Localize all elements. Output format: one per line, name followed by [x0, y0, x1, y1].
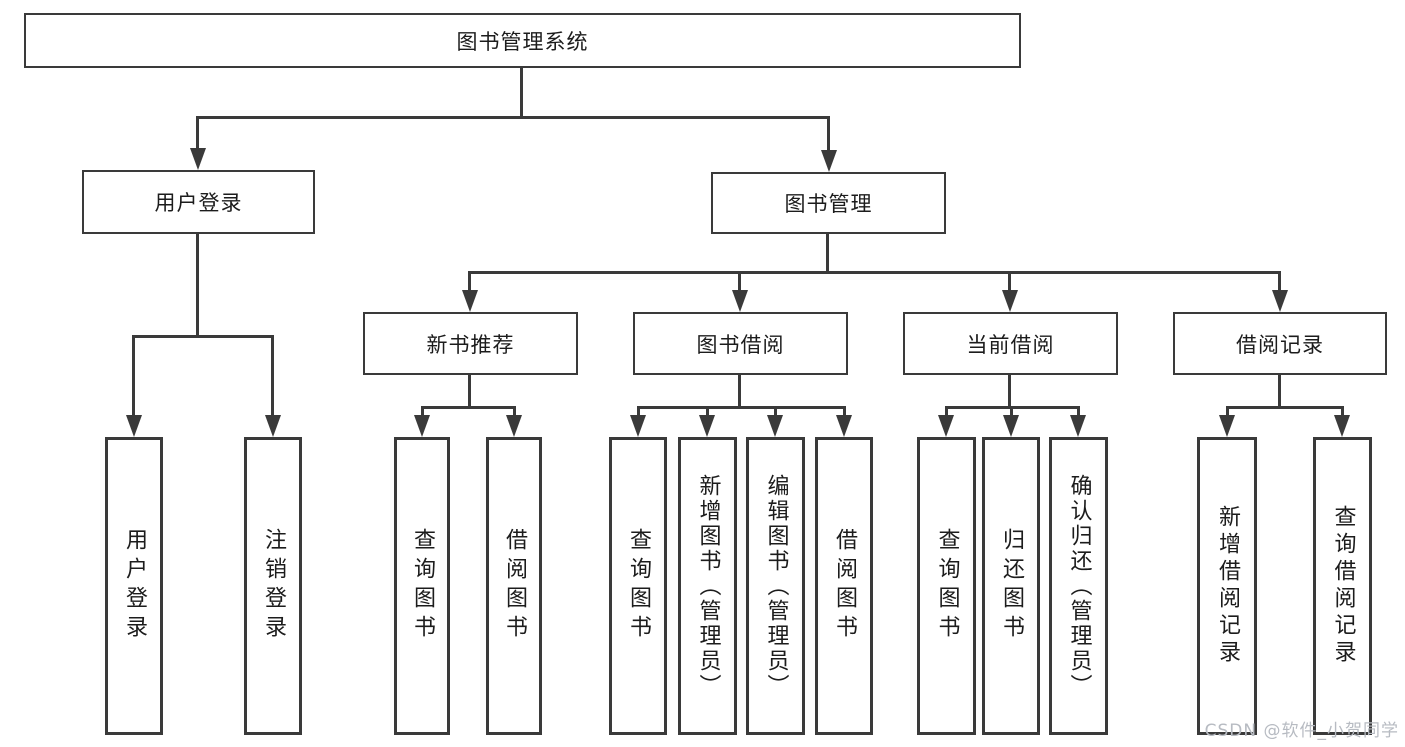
- connector-line: [196, 232, 199, 337]
- arrow-down-icon: [1003, 415, 1019, 437]
- connector-line: [1008, 271, 1011, 293]
- connector-line: [706, 406, 709, 418]
- arrow-down-icon: [938, 415, 954, 437]
- connector-line: [271, 335, 274, 417]
- connector-line: [945, 406, 948, 418]
- arrow-down-icon: [190, 148, 206, 170]
- leaf-label: 查询图书: [410, 528, 435, 644]
- leaf-records-add-record: 新增借阅记录: [1197, 437, 1257, 735]
- connector-line: [1278, 271, 1281, 293]
- connector-line: [738, 271, 741, 293]
- connector-line: [1278, 373, 1281, 408]
- leaf-label: 查询图书: [934, 528, 960, 644]
- connector-line: [843, 406, 846, 418]
- connector-line: [827, 116, 830, 152]
- watermark: CSDN @软件_小贺同学: [1204, 721, 1399, 741]
- connector-line: [468, 271, 1281, 274]
- arrow-down-icon: [1219, 415, 1235, 437]
- connector-line: [1077, 406, 1080, 418]
- arrow-down-icon: [1002, 290, 1018, 312]
- connector-line: [421, 406, 516, 409]
- connector-line: [132, 335, 135, 417]
- connector-line: [738, 373, 741, 408]
- arrow-down-icon: [506, 415, 522, 437]
- leaf-records-query-record: 查询借阅记录: [1313, 437, 1372, 735]
- connector-line: [132, 335, 274, 338]
- node-borrow-records: 借阅记录: [1173, 312, 1387, 375]
- connector-line: [945, 406, 1080, 409]
- leaf-label: 确认归还（管理员）: [1066, 473, 1092, 699]
- node-root-system: 图书管理系统: [24, 13, 1021, 68]
- node-new-book-recommend: 新书推荐: [363, 312, 578, 375]
- arrow-down-icon: [126, 415, 142, 437]
- connector-line: [196, 116, 199, 150]
- connector-line: [637, 406, 846, 409]
- leaf-label: 新增借阅记录: [1215, 505, 1240, 667]
- arrow-down-icon: [414, 415, 430, 437]
- connector-line: [513, 406, 516, 418]
- leaf-current-query-books: 查询图书: [917, 437, 976, 735]
- leaf-current-return-books: 归还图书: [982, 437, 1040, 735]
- arrow-down-icon: [1070, 415, 1086, 437]
- leaf-borrow-add-books-admin: 新增图书（管理员）: [678, 437, 737, 735]
- leaf-user-login: 用户登录: [105, 437, 163, 735]
- arrow-down-icon: [821, 150, 837, 172]
- connector-line: [520, 66, 523, 118]
- leaf-borrow-borrow-books: 借阅图书: [815, 437, 873, 735]
- leaf-borrow-query-books: 查询图书: [609, 437, 667, 735]
- leaf-label: 查询借阅记录: [1330, 505, 1356, 667]
- node-current-borrow: 当前借阅: [903, 312, 1118, 375]
- connector-line: [468, 271, 471, 293]
- leaf-recommend-query-books: 查询图书: [394, 437, 450, 735]
- leaf-label: 归还图书: [999, 528, 1024, 644]
- node-user-login: 用户登录: [82, 170, 315, 234]
- leaf-label: 注销登录: [261, 528, 286, 644]
- node-book-borrow: 图书借阅: [633, 312, 848, 375]
- leaf-recommend-borrow-books: 借阅图书: [486, 437, 542, 735]
- arrow-down-icon: [1334, 415, 1350, 437]
- connector-line: [637, 406, 640, 418]
- leaf-logout: 注销登录: [244, 437, 302, 735]
- connector-line: [826, 232, 829, 274]
- arrow-down-icon: [630, 415, 646, 437]
- leaf-label: 借阅图书: [832, 528, 857, 644]
- arrow-down-icon: [462, 290, 478, 312]
- leaf-label: 借阅图书: [502, 528, 527, 644]
- arrow-down-icon: [1272, 290, 1288, 312]
- arrow-down-icon: [836, 415, 852, 437]
- leaf-label: 用户登录: [122, 528, 147, 644]
- connector-line: [421, 406, 424, 418]
- connector-line: [1226, 406, 1229, 418]
- leaf-borrow-edit-books-admin: 编辑图书（管理员）: [746, 437, 805, 735]
- arrow-down-icon: [699, 415, 715, 437]
- arrow-down-icon: [767, 415, 783, 437]
- connector-line: [774, 406, 777, 418]
- arrow-down-icon: [732, 290, 748, 312]
- arrow-down-icon: [265, 415, 281, 437]
- leaf-label: 新增图书（管理员）: [695, 473, 721, 699]
- connector-line: [1226, 406, 1344, 409]
- leaf-current-confirm-return-admin: 确认归还（管理员）: [1049, 437, 1108, 735]
- connector-line: [1341, 406, 1344, 418]
- leaf-label: 查询图书: [626, 528, 651, 644]
- connector-line: [1008, 373, 1011, 408]
- connector-line: [468, 373, 471, 408]
- connector-line: [1010, 406, 1013, 418]
- node-book-management: 图书管理: [711, 172, 946, 234]
- leaf-label: 编辑图书（管理员）: [763, 473, 789, 699]
- connector-line: [196, 116, 830, 119]
